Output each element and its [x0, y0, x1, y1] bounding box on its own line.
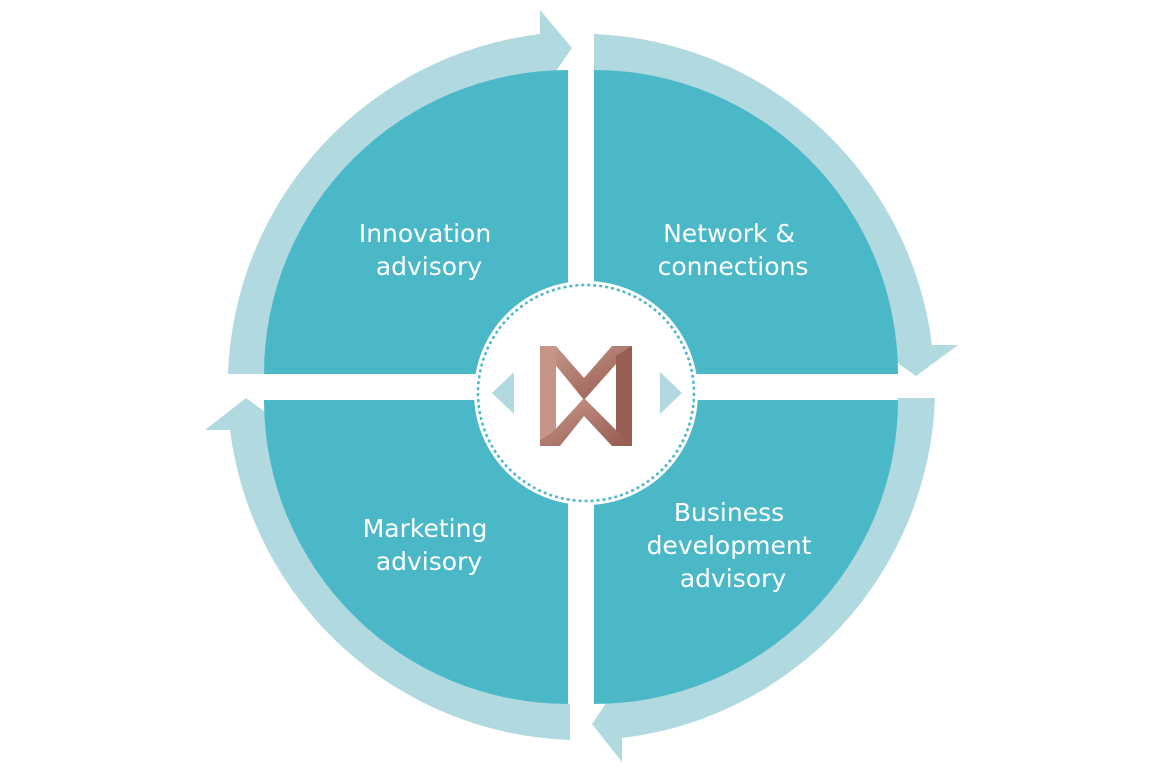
ring-arc-bottom-right	[592, 398, 935, 762]
quadrant-top-left	[264, 70, 568, 374]
ring-arc-top-left	[228, 10, 572, 374]
right-pointer-icon	[660, 372, 682, 414]
quadrants	[264, 70, 898, 704]
mw-monogram-logo	[540, 346, 632, 446]
quadrant-label-top-right: Network & connections	[658, 219, 809, 281]
center-dotted-border	[476, 283, 696, 503]
quadrant-bottom-left	[264, 400, 568, 704]
quadrant-label-top-left: Innovation advisory	[359, 219, 499, 281]
center-hub	[474, 281, 698, 505]
quadrant-top-right	[594, 70, 898, 374]
quadrant-label-bottom-left: Marketing advisory	[363, 514, 496, 576]
ring-arc-bottom-left	[205, 398, 570, 740]
quadrant-label-bottom-right: Business development advisory	[647, 498, 820, 593]
cycle-ring	[205, 10, 958, 762]
quadrant-bottom-right	[594, 400, 898, 704]
left-pointer-icon	[492, 372, 514, 414]
ring-arc-top-right	[594, 34, 958, 376]
